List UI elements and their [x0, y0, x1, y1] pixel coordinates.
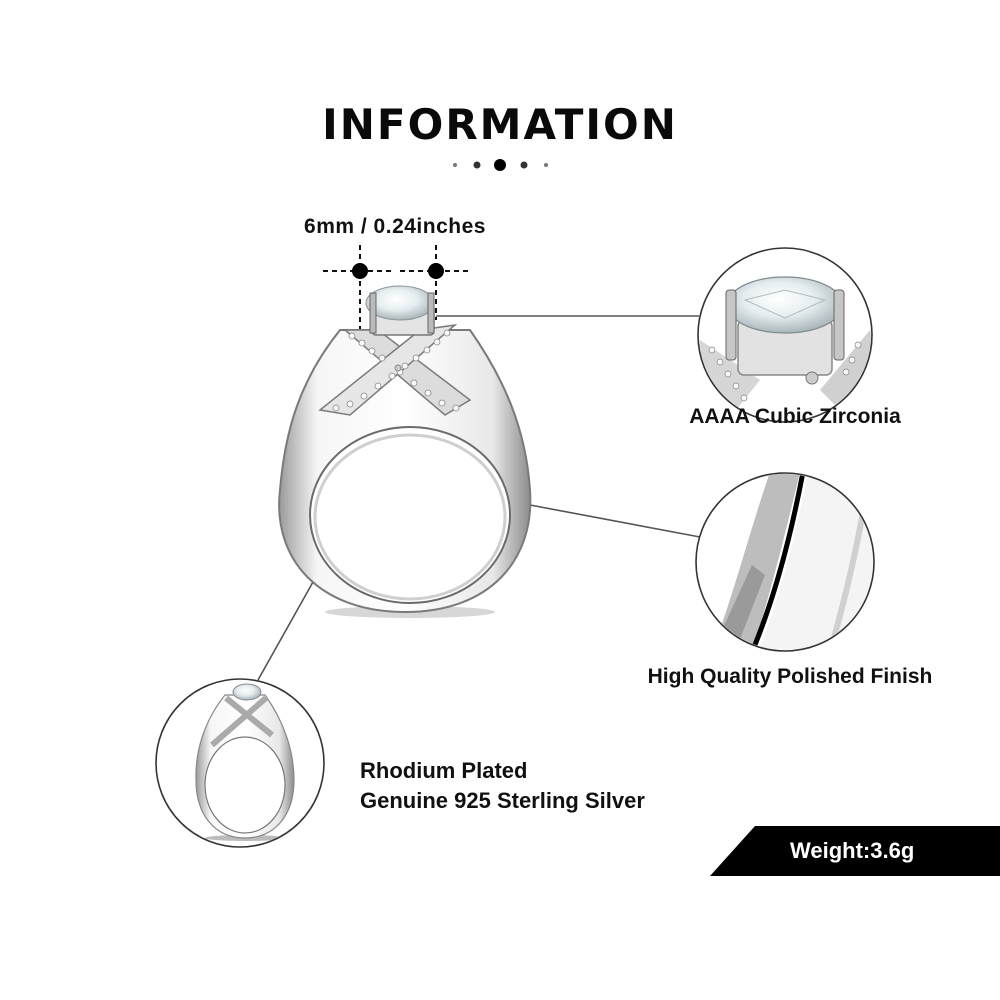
- callout-lines: [257, 315, 701, 681]
- material-line-2: Genuine 925 Sterling Silver: [360, 788, 645, 813]
- dimension-dot-left: [352, 263, 368, 279]
- feature-caption-material: Rhodium Plated Genuine 925 Sterling Silv…: [360, 756, 645, 816]
- ring-thumbnail-circle: [155, 678, 325, 848]
- page-title: INFORMATION: [322, 100, 678, 149]
- weight-banner-bg: [710, 826, 1000, 876]
- feature-caption-finish: High Quality Polished Finish: [647, 665, 933, 688]
- main-ring-image: [278, 285, 532, 618]
- stone-size-label: 6mm / 0.24inches: [304, 215, 486, 238]
- dimension-dot-right: [428, 263, 444, 279]
- title-divider-dots: [453, 159, 548, 171]
- feature-caption-stone: AAAA Cubic Zirconia: [689, 405, 901, 428]
- finish-closeup-circle: [695, 472, 875, 652]
- weight-label: Weight:3.6g: [790, 838, 915, 863]
- stone-closeup-circle: [697, 247, 873, 423]
- material-line-1: Rhodium Plated: [360, 758, 528, 783]
